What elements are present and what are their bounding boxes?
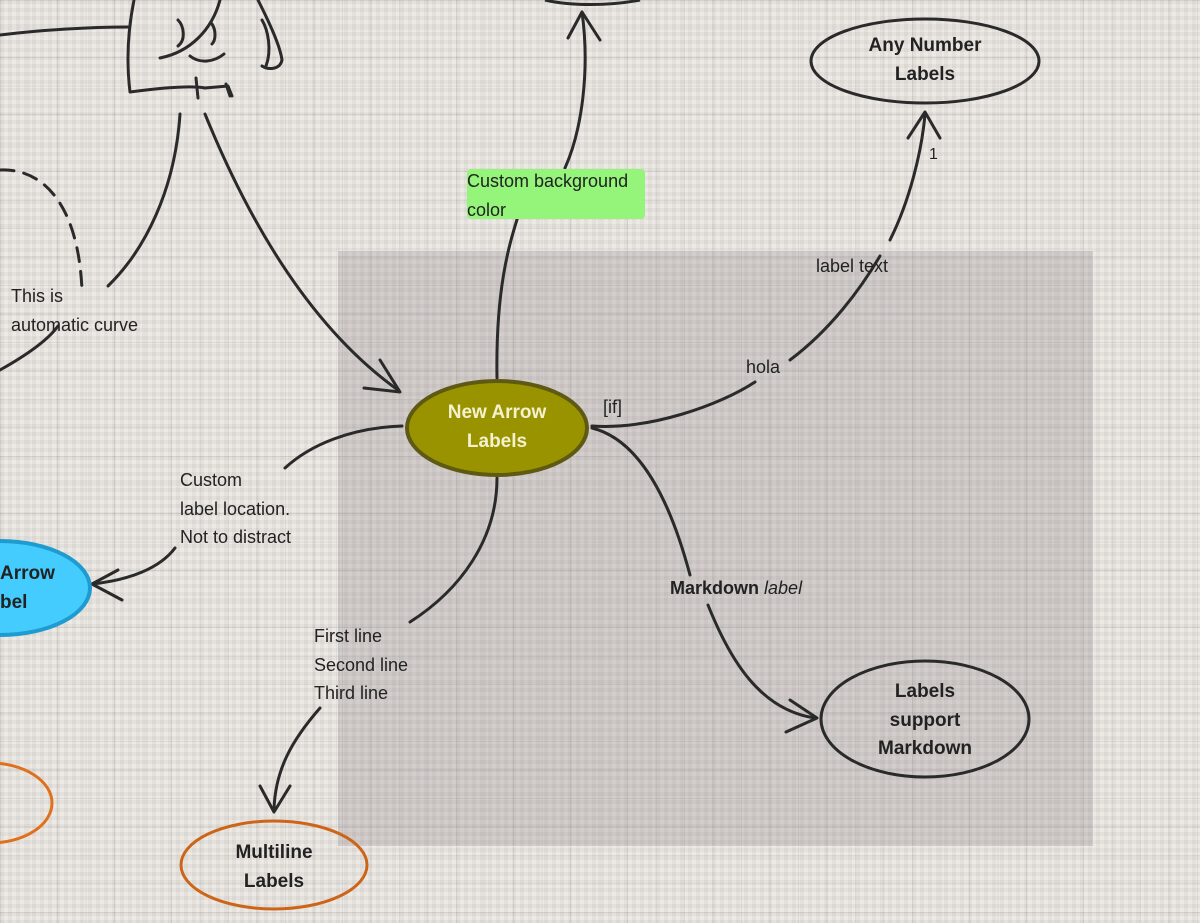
multiline-label[interactable]: First line Second line Third line — [314, 626, 409, 703]
markdown-node-shape — [819, 659, 1031, 779]
center-node[interactable]: New Arrow Labels — [447, 402, 547, 452]
woman-face-icon — [0, 0, 284, 100]
markdown-node[interactable]: Labels support Markdown — [878, 681, 972, 759]
blue-node-shape — [0, 539, 92, 637]
markdown-label-bold: Markdown — [670, 578, 760, 598]
hola-label[interactable]: hola — [746, 357, 781, 377]
custom-background-label[interactable]: Custom background color — [467, 171, 629, 220]
edge-center-to-top — [495, 198, 524, 380]
markdown-label-italic: label — [764, 578, 803, 598]
any-number-node[interactable]: Any Number Labels — [868, 35, 982, 85]
custom-location-label[interactable]: Custom label location. Not to distract — [180, 470, 292, 547]
edge-center-to-blue — [283, 424, 404, 470]
markdown-label[interactable]: Markdown label — [670, 574, 802, 603]
blue-node[interactable]: Arrow bel — [0, 563, 55, 613]
dashed-curve-edge — [0, 168, 84, 292]
multiline-node[interactable]: Multiline Labels — [235, 842, 313, 892]
automatic-curve-edge — [0, 324, 60, 372]
highlight-region[interactable] — [337, 250, 1094, 847]
edge-center-to-multiline — [408, 476, 499, 624]
arrowhead-top — [566, 10, 602, 42]
edge-center-to-markdown — [590, 426, 692, 577]
if-label[interactable]: [if] — [603, 397, 623, 417]
automatic-curve-label[interactable]: This is automatic curve — [11, 286, 139, 335]
center-node-shape — [405, 379, 589, 477]
arrowhead-multiline — [258, 784, 292, 814]
custom-background-highlight — [467, 169, 645, 219]
orange-partial-node-shape — [0, 762, 54, 844]
edge-character-to-center — [203, 112, 400, 392]
any-number-node-shape — [809, 17, 1041, 105]
arrowhead-markdown — [784, 698, 819, 734]
arrowhead-blue — [90, 568, 124, 602]
number-label[interactable]: 1 — [929, 146, 938, 163]
top-node-edge — [544, 0, 641, 6]
arrowhead-any-number — [906, 110, 942, 140]
multiline-node-shape — [179, 819, 369, 911]
arrowhead-center-left — [362, 358, 402, 394]
edge-center-to-any-number — [590, 380, 757, 428]
edge-character-down — [106, 112, 182, 288]
label-text-label[interactable]: label text — [816, 256, 889, 276]
